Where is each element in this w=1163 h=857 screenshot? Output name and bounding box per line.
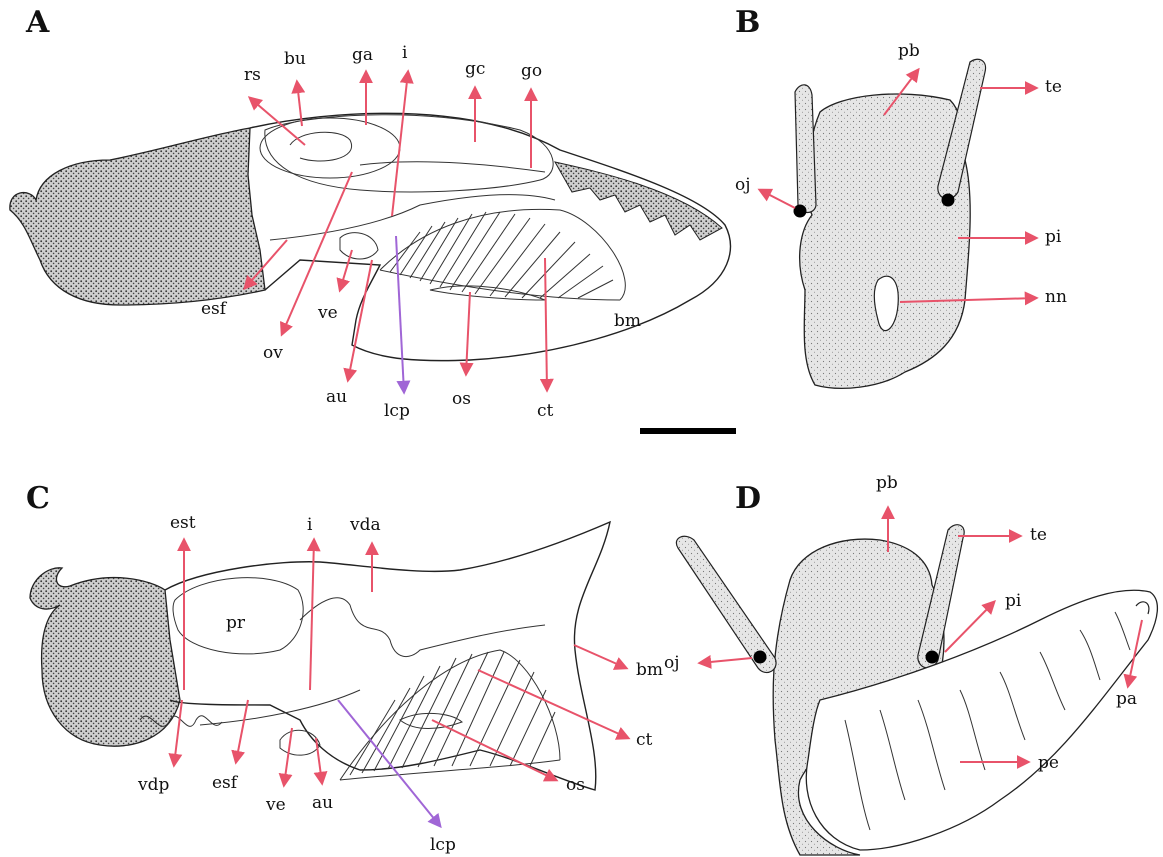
receptaculum	[290, 132, 352, 161]
label-a-bu: bu	[284, 49, 306, 69]
arrow-d-oj	[700, 658, 752, 663]
label-c-ve: ve	[265, 795, 286, 815]
label-c-au: au	[312, 793, 333, 813]
label-a-ov: ov	[263, 343, 283, 363]
panel-letter-c: C	[26, 481, 50, 516]
label-c-bm: bm	[636, 660, 663, 680]
label-a-i: i	[402, 43, 408, 63]
ducts-c	[300, 598, 545, 657]
label-d-pa: pa	[1116, 689, 1137, 709]
label-a-bm: bm	[614, 311, 641, 331]
label-d-pb: pb	[876, 473, 898, 493]
eye-left-d	[754, 651, 767, 664]
label-a-ve: ve	[317, 303, 338, 323]
label-c-esf: esf	[212, 773, 239, 793]
arrow-a-i	[392, 72, 408, 216]
arrow-c-ct	[478, 670, 628, 738]
label-b-pi: pi	[1045, 227, 1062, 247]
label-c-ct: ct	[636, 730, 653, 750]
label-b-pb: pb	[898, 41, 920, 61]
panel-a: A rs bu ga i gc go esf ov	[10, 5, 736, 434]
head-outline-b	[800, 94, 971, 388]
tentacle-left-b	[795, 85, 816, 213]
label-a-rs: rs	[244, 65, 261, 85]
label-a-au: au	[326, 387, 347, 407]
label-c-vdp: vdp	[137, 775, 169, 795]
label-c-pr: pr	[226, 613, 246, 633]
panel-letter-b: B	[735, 5, 760, 40]
label-d-oj: oj	[664, 653, 680, 673]
arrow-a-ct	[545, 258, 547, 390]
arrow-c-bm	[574, 645, 626, 668]
eye-right-b	[942, 194, 955, 207]
bursa-outline	[260, 118, 400, 178]
arrow-c-ve	[284, 728, 292, 785]
heart-c	[280, 730, 320, 755]
shell-outline-a	[250, 113, 730, 360]
label-b-oj: oj	[735, 175, 751, 195]
label-a-gc: gc	[465, 59, 485, 79]
arrow-c-i	[310, 540, 314, 690]
visceral-coil	[10, 128, 265, 305]
arrow-a-ve	[340, 250, 352, 290]
visceral-coil-c	[30, 568, 180, 746]
eye-right-d	[926, 651, 939, 664]
mantle-edge	[555, 162, 722, 240]
label-b-nn: nn	[1045, 287, 1067, 307]
label-a-os: os	[452, 389, 471, 409]
label-a-esf: esf	[201, 299, 228, 319]
arrow-a-ov	[282, 172, 352, 334]
heart-a	[340, 233, 378, 259]
panel-c: C pr est i vda bm ct os vdp esf ve au lc…	[26, 481, 663, 855]
osphradium-a	[430, 286, 545, 300]
label-c-lcp: lcp	[430, 835, 456, 855]
panel-b: B pb te oj pi nn	[735, 5, 1067, 388]
label-c-i: i	[307, 515, 313, 535]
label-c-vda: vda	[349, 515, 381, 535]
panel-letter-a: A	[25, 5, 50, 40]
label-d-pi: pi	[1005, 591, 1022, 611]
label-a-lcp: lcp	[384, 401, 410, 421]
label-c-est: est	[170, 513, 196, 533]
label-a-ct: ct	[537, 401, 554, 421]
intestine-c	[200, 690, 360, 725]
eye-left-b	[794, 205, 807, 218]
panel-letter-d: D	[735, 481, 761, 516]
gland-outline	[265, 115, 553, 192]
oviduct-tube	[360, 162, 545, 172]
panel-d: D pb te oj pi pa pe	[664, 473, 1157, 855]
label-a-go: go	[521, 61, 542, 81]
ctenidium-a	[380, 209, 625, 300]
arrow-a-os	[466, 292, 470, 374]
scale-bar	[640, 428, 736, 434]
arrow-a-au	[348, 260, 372, 380]
shell-outline-c	[165, 522, 610, 790]
label-d-pe: pe	[1038, 753, 1059, 773]
ctenidium-c	[340, 650, 560, 780]
arrow-c-esf	[236, 700, 248, 762]
label-c-os: os	[566, 775, 585, 795]
label-d-te: te	[1030, 525, 1047, 545]
label-a-ga: ga	[352, 45, 373, 65]
arrows-c	[174, 540, 628, 785]
arrow-b-oj	[760, 190, 795, 208]
label-b-te: te	[1045, 77, 1062, 97]
